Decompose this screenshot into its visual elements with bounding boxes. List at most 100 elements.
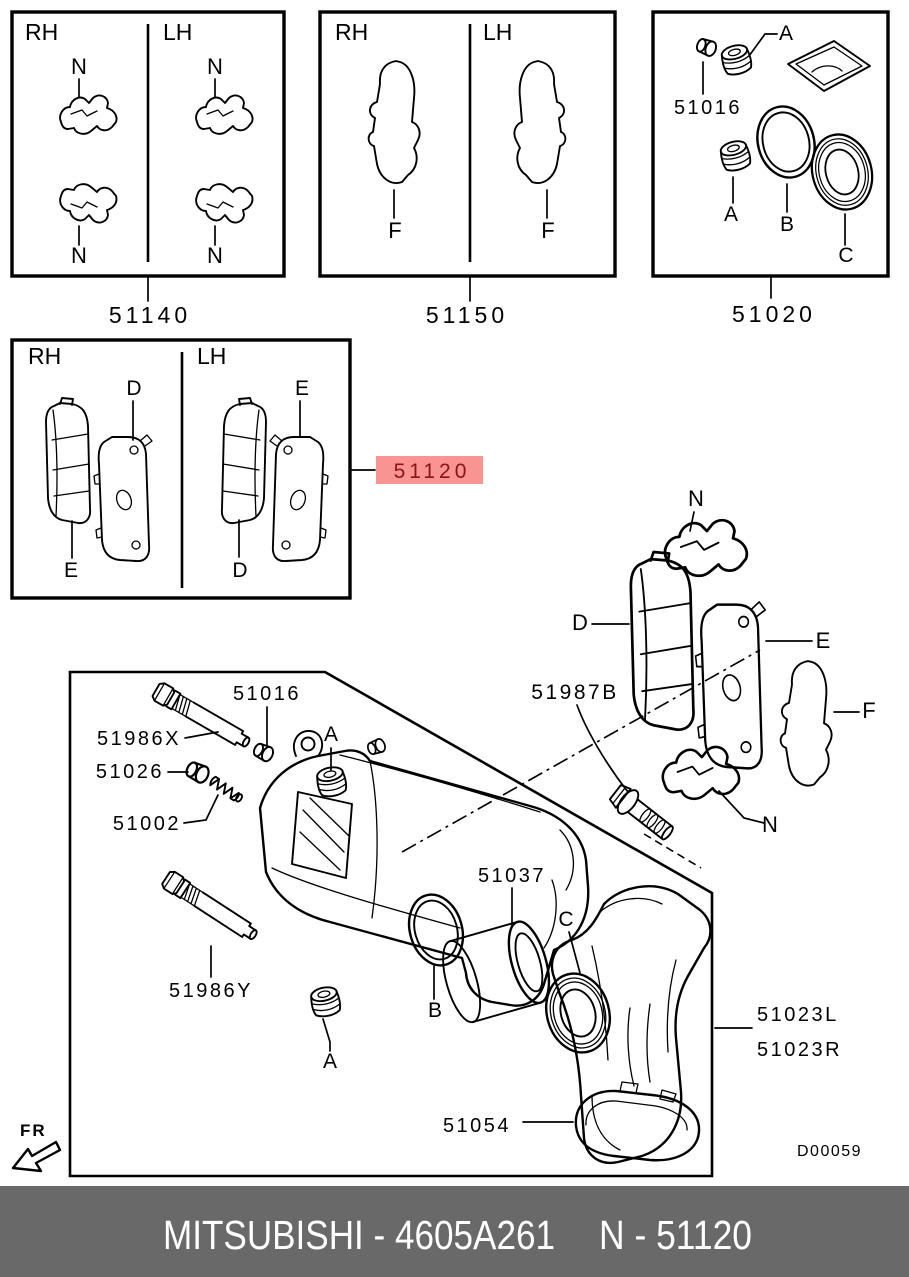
part-number-51140: 51140 <box>109 302 191 328</box>
clip-label: N <box>207 54 223 79</box>
boot-label: A <box>779 22 793 45</box>
kit-51020-box: 51016 A A B C 51020 <box>651 10 890 327</box>
boot-label: A <box>323 1050 337 1073</box>
pad-backplate-icon <box>93 434 153 563</box>
bolt-target-line <box>643 833 702 869</box>
drawing-code: D00059 <box>797 1143 862 1160</box>
bracket-right-part-number: 51023R <box>757 1039 842 1061</box>
pad-backplate-icon <box>269 434 329 563</box>
cap-part-number: 51016 <box>674 97 742 119</box>
upper-pin-part-number: 51986X <box>97 728 181 750</box>
selected-part-highlight[interactable]: 51120 <box>376 456 483 484</box>
kit-51120-box: RH LH D E E D <box>10 338 352 600</box>
bolt-part-number: 51987B <box>531 681 618 704</box>
caliper-bracket-icon <box>550 885 712 1165</box>
brake-pad-icon <box>220 397 267 525</box>
seal-label: B <box>780 213 794 236</box>
piston-seal-icon <box>756 105 816 179</box>
plate-label: E <box>64 559 78 582</box>
plate-label: E <box>816 628 831 653</box>
caliper-assembly: 51016 51986X 51026 51002 A 51986Y A 5103… <box>96 680 842 1165</box>
part-number-51020: 51020 <box>732 301 816 327</box>
pad-clip-icon <box>59 183 118 224</box>
clip-label: N <box>71 243 87 268</box>
pad-label: D <box>572 610 588 635</box>
highlight-background[interactable] <box>376 456 483 484</box>
pad-leader-lines <box>71 400 301 559</box>
boot-leader <box>322 1018 331 1052</box>
piston-boot-leader <box>568 931 581 974</box>
highlighted-part-number[interactable]: 51120 <box>394 460 471 483</box>
kit-51140-rh-label: RH <box>25 19 58 45</box>
kit-51150-rh-label: RH <box>335 19 368 45</box>
spring-leader <box>183 794 219 824</box>
pad-label: D <box>232 559 247 582</box>
pad-shim-icon <box>513 60 567 184</box>
pad-clip-icon <box>661 745 741 801</box>
kit-51150-frame <box>318 10 617 278</box>
pad-shim-icon <box>367 60 421 184</box>
kit-51020-frame <box>651 10 890 278</box>
pin-cap-icon <box>250 740 277 764</box>
lower-guide-pin-icon <box>159 868 262 946</box>
brake-pad-icon <box>629 550 695 732</box>
clip-label: N <box>688 486 704 511</box>
pad-clip-icon <box>663 518 749 578</box>
pin-boot-icon <box>717 137 754 175</box>
footer-ref-number: N - 51120 <box>599 1212 752 1258</box>
clip-leader <box>689 511 695 532</box>
shim-leader-lines <box>393 189 548 219</box>
kit-51120-lh-label: LH <box>197 343 226 369</box>
spring-part-number: 51002 <box>113 813 181 835</box>
pad-label: D <box>126 377 141 400</box>
pad-backplate-icon <box>694 600 767 770</box>
piston-boot-label: C <box>558 908 573 931</box>
kit-51140-lh-label: LH <box>163 19 192 45</box>
pad-clip-icon <box>195 94 254 135</box>
shim-label: F <box>388 218 401 243</box>
footer-bar: MITSUBISHI - 4605A261 N - 51120 <box>0 1186 909 1277</box>
footer-background <box>0 1186 909 1277</box>
spring-icon <box>208 775 245 805</box>
clip-label: N <box>71 54 87 79</box>
pin-boot-icon <box>718 41 755 79</box>
kit-51140-box: RH LH N N N N 51140 <box>10 10 286 328</box>
caliper-assembly-frame <box>68 670 714 1178</box>
brake-pad-icon <box>45 397 92 525</box>
caliper-body-icon <box>258 730 590 1007</box>
cap-part-number: 51016 <box>233 683 301 705</box>
clip-leader <box>718 790 765 824</box>
boot-label: A <box>324 723 338 746</box>
front-direction-arrow-icon <box>11 1140 62 1173</box>
part-number-51150: 51150 <box>426 302 508 328</box>
clip-leader-lines <box>78 78 216 246</box>
piston-part-number: 51037 <box>478 865 546 887</box>
pin-boot-icon <box>307 983 344 1020</box>
boot-label: A <box>724 203 738 226</box>
kit-51120-frame <box>10 338 352 600</box>
pad-clip-icon <box>59 94 118 135</box>
kit-51120-rh-label: RH <box>28 343 61 369</box>
footer-brand-part: MITSUBISHI - 4605A261 <box>163 1212 555 1258</box>
grease-packet-icon <box>787 40 871 92</box>
carrier-icon <box>574 1081 701 1162</box>
front-direction-label: FR <box>20 1121 47 1140</box>
kit-51140-frame <box>10 10 286 278</box>
seal-label: B <box>428 999 442 1022</box>
piston-boot-label: C <box>838 244 853 267</box>
pad-shim-icon <box>779 660 833 787</box>
carrier-part-number: 51054 <box>443 1115 511 1137</box>
exploded-pad-assembly: N D E F N 51987B <box>531 486 876 847</box>
shim-label: F <box>862 698 875 723</box>
pad-clip-icon <box>195 183 254 224</box>
piston-icon <box>442 920 551 1024</box>
kit-51150-box: RH LH F F 51150 <box>318 10 617 328</box>
shim-label: F <box>541 218 554 243</box>
assembly-axis-line <box>401 649 761 853</box>
piston-seal-icon <box>407 893 465 967</box>
clip-label: N <box>207 243 223 268</box>
sleeve-part-number: 51026 <box>96 761 164 783</box>
kit-51150-lh-label: LH <box>483 19 512 45</box>
kit-51020-leader-lines <box>702 33 846 246</box>
